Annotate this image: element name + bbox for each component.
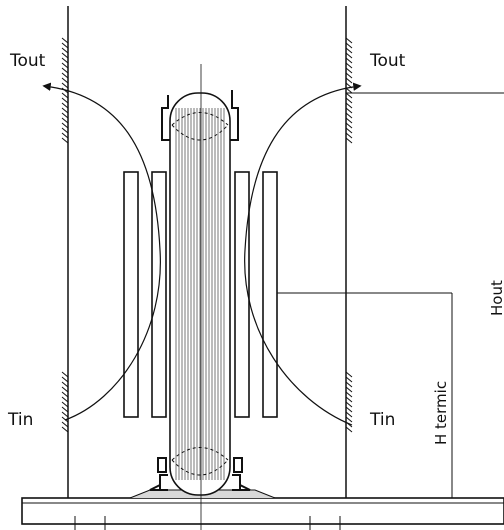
winding-inner-right (234, 171, 250, 418)
oil-flow-curves (42, 82, 362, 426)
base-plate-outer (21, 497, 504, 525)
label-tout-left: Tout (9, 51, 46, 71)
core-column (169, 92, 231, 496)
winding-inner-left (151, 171, 167, 418)
label-hout: Hout (488, 280, 504, 316)
winding-outer-left (123, 171, 139, 418)
dimension-lines (277, 92, 504, 498)
label-tout-right: Tout (369, 51, 406, 71)
winding-outer-right (262, 171, 278, 418)
base-plate (21, 497, 504, 530)
windings (123, 171, 278, 418)
label-tin-right: Tin (369, 410, 395, 430)
label-tin-left: Tin (7, 410, 33, 430)
label-h-termic: H termic (432, 381, 450, 445)
flow-left (42, 82, 161, 421)
flow-right (244, 82, 362, 426)
core-clamps (149, 90, 251, 491)
